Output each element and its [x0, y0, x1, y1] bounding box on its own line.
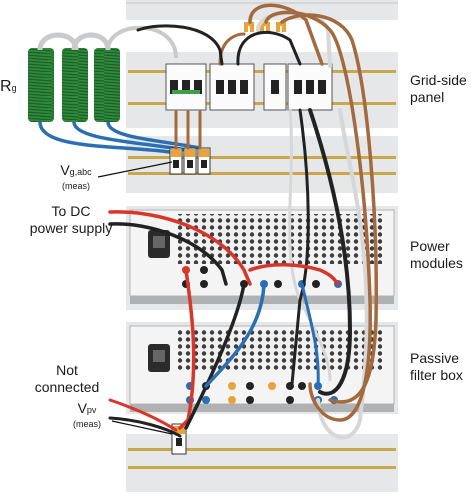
breaker-icon [165, 63, 333, 111]
terminal-block-icon [244, 22, 286, 32]
terminal-block-icon [169, 147, 211, 175]
not-connected-label: Not connected [34, 362, 100, 395]
vpv-label: Vpv (meas) [72, 400, 101, 429]
vpv-panel [126, 423, 398, 492]
din-rail [128, 156, 396, 159]
passive-filter-label: Passive filter box [410, 350, 463, 383]
power-socket-icon [148, 344, 170, 372]
grid-side-panel-label: Grid-side panel [410, 72, 467, 105]
din-rail [128, 172, 396, 175]
power-socket-icon [148, 230, 170, 258]
resistor-icon [28, 25, 206, 162]
wiring [108, 3, 378, 440]
vgabc-label: Vg,abc (meas) [60, 162, 92, 191]
power-modules-label: Power modules [410, 238, 463, 271]
din-rail [128, 102, 396, 105]
rg-label: Rg [0, 78, 17, 95]
din-rail [128, 70, 396, 73]
pointer-lines [97, 161, 173, 435]
to-dc-label: To DC power supply [29, 203, 113, 236]
